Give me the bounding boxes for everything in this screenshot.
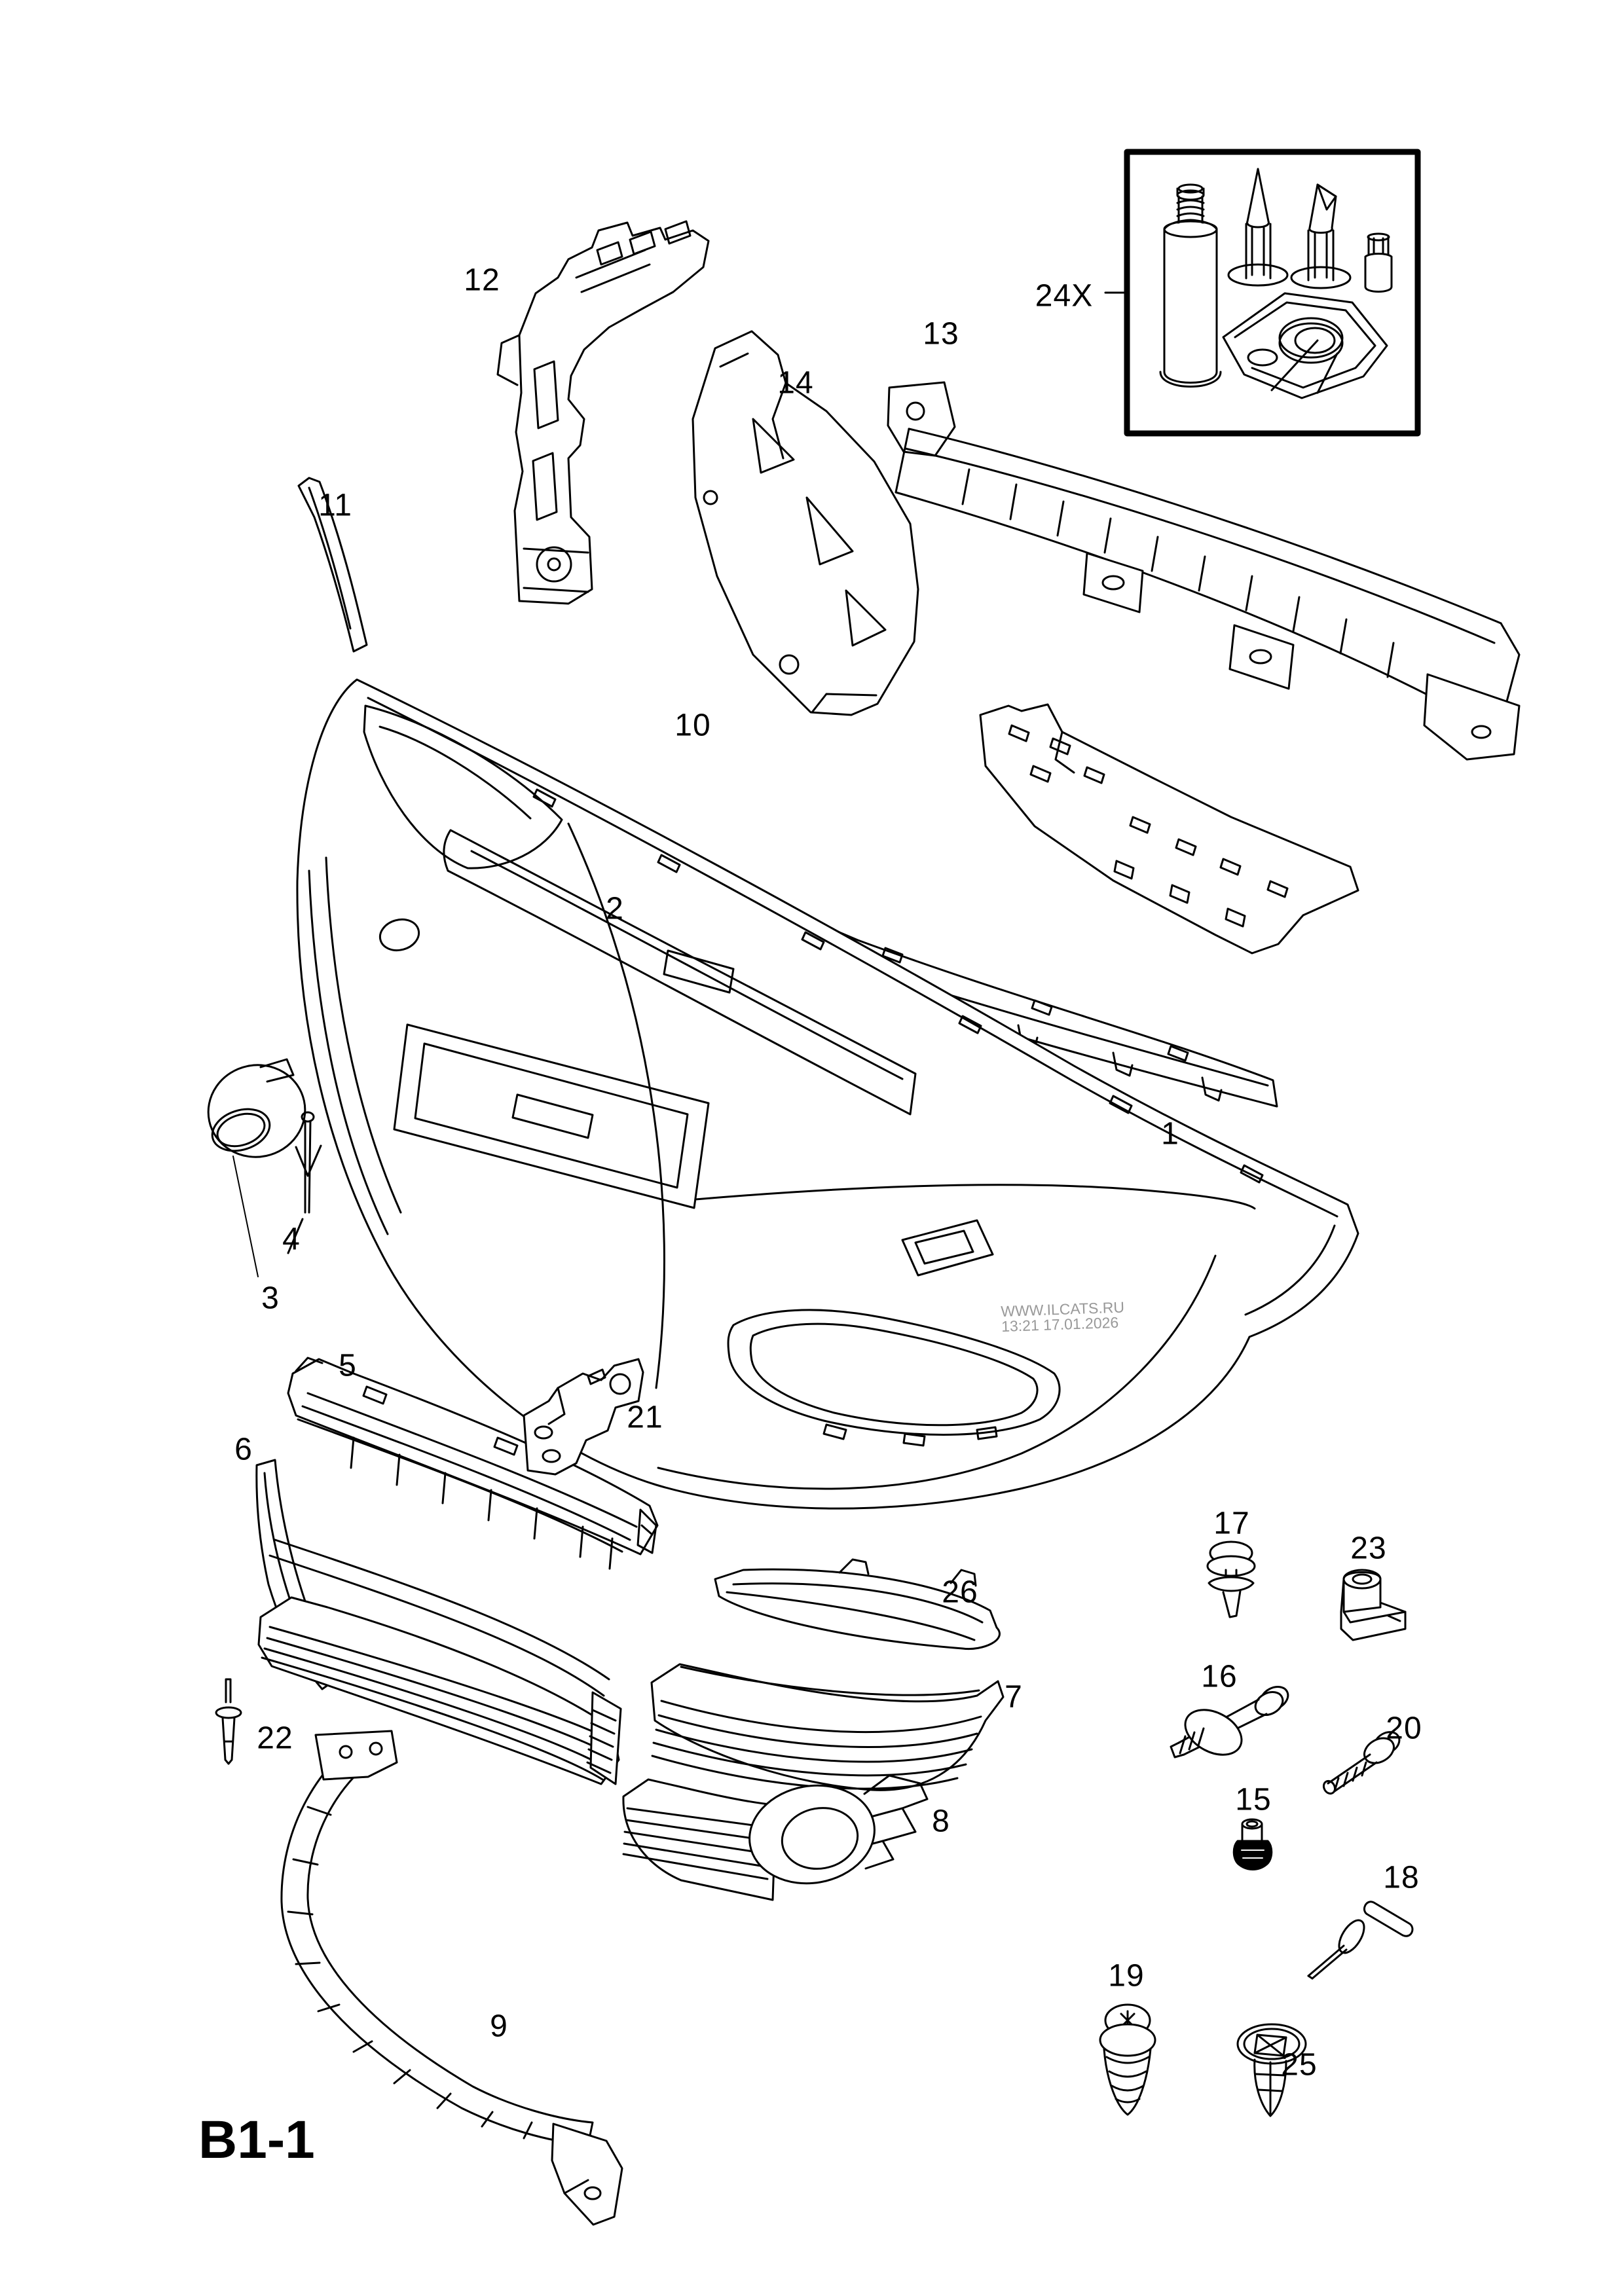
part-label-3: 3 [261, 1281, 280, 1316]
part-18-rivet-drawing [1307, 1901, 1414, 1980]
part-14-bracket-drawing [692, 330, 919, 716]
part-7-center-grille-drawing [650, 1663, 1005, 1791]
part-label-2: 2 [606, 891, 624, 926]
part-label-25: 25 [1281, 2047, 1318, 2083]
part-label-5: 5 [339, 1348, 357, 1383]
figure-code: B1-1 [198, 2110, 315, 2170]
part-label-22: 22 [257, 1721, 293, 1756]
part-20-screw-drawing [1322, 1731, 1401, 1795]
part-label-26: 26 [942, 1575, 978, 1610]
part-1-bumper-drawing [296, 678, 1359, 1510]
part-15-grommet-drawing [1232, 1818, 1273, 1870]
part-label-4: 4 [282, 1222, 301, 1257]
part-23-cagenut-drawing [1340, 1569, 1407, 1641]
part-label-10: 10 [674, 708, 711, 743]
kit-24x-box-drawing [1104, 149, 1421, 437]
part-4-pin-drawing [287, 1111, 322, 1254]
part-label-24x: 24X [1035, 278, 1094, 314]
part-5-upper-grille-drawing [287, 1357, 659, 1570]
part-label-15: 15 [1235, 1782, 1272, 1817]
part-10-panel-drawing [979, 703, 1359, 955]
part-21-bracket-drawing [523, 1358, 644, 1476]
part-label-14: 14 [777, 365, 814, 401]
part-26-moulding-drawing [714, 1558, 1001, 1650]
part-25-expansion-rivet-drawing [1236, 2023, 1307, 2117]
part-label-16: 16 [1201, 1659, 1238, 1694]
part-label-6: 6 [234, 1432, 253, 1467]
part-22-rivet-drawing [215, 1678, 242, 1765]
part-label-7: 7 [1005, 1679, 1023, 1715]
part-11-strip-drawing [297, 477, 368, 653]
part-label-20: 20 [1386, 1711, 1422, 1746]
part-12-bracket-drawing [496, 220, 710, 605]
part-label-19: 19 [1108, 1958, 1145, 1994]
part-label-8: 8 [932, 1804, 950, 1839]
part-8-fog-grille-drawing [622, 1774, 929, 1901]
part-label-13: 13 [923, 316, 959, 352]
part-label-11: 11 [318, 488, 352, 523]
part-label-23: 23 [1350, 1531, 1387, 1566]
part-17-clip-drawing [1206, 1540, 1256, 1618]
part-label-17: 17 [1213, 1506, 1250, 1541]
part-label-9: 9 [490, 2009, 508, 2044]
part-label-12: 12 [464, 263, 500, 298]
part-16-bolt-drawing [1170, 1685, 1289, 1758]
part-6-lower-grille-drawing [255, 1459, 622, 1785]
part-3-tow-cover-drawing [207, 1058, 306, 1277]
part-label-21: 21 [627, 1400, 663, 1435]
part-9-spoiler-drawing [280, 1730, 623, 2226]
part-19-screw-drawing [1099, 2003, 1156, 2116]
part-label-1: 1 [1161, 1116, 1179, 1152]
part-13-crossmember-drawing [887, 381, 1521, 761]
part-label-18: 18 [1383, 1860, 1420, 1895]
watermark: WWW.ILCATS.RU 13:21 17.01.2026 [1001, 1298, 1125, 1335]
